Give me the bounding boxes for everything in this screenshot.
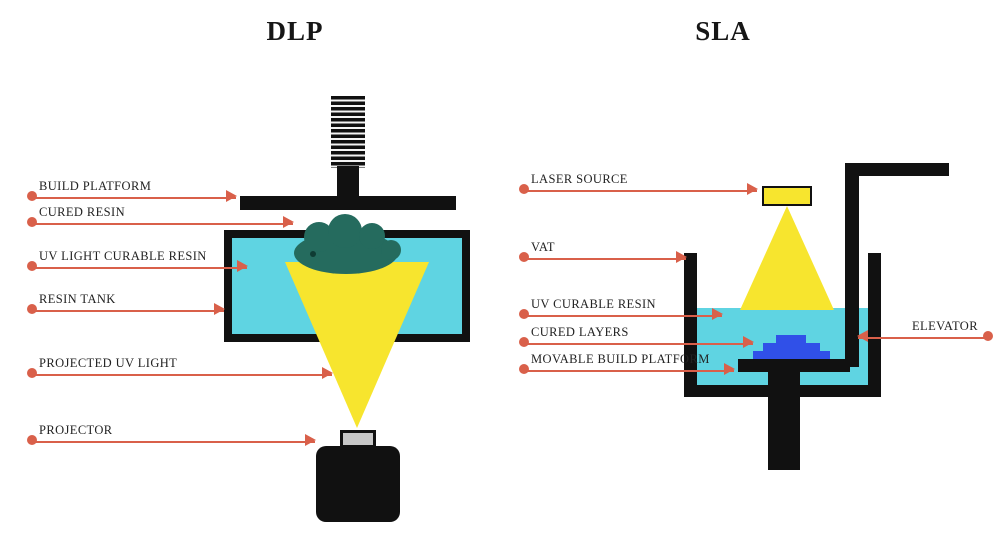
- callout-dot: [27, 304, 37, 314]
- arrow-right-icon: [724, 363, 735, 375]
- callout-label: PROJECTOR: [39, 423, 113, 437]
- callout-laser-source: LASER SOURCE: [519, 170, 758, 195]
- movable-build-platform-shape: [738, 359, 850, 372]
- callout-label: VAT: [531, 240, 555, 254]
- callout-label: MOVABLE BUILD PLATFORM: [531, 352, 710, 366]
- callout-dot: [519, 184, 529, 194]
- cured-layer-bottom: [753, 351, 830, 359]
- elevator-arm-vertical: [845, 163, 859, 367]
- arrow-right-icon: [305, 434, 316, 446]
- callout-label: CURED LAYERS: [531, 325, 629, 339]
- arrow-right-icon: [712, 308, 723, 320]
- callout-dot: [983, 331, 993, 341]
- callout-dot: [519, 364, 529, 374]
- callout-dot: [27, 261, 37, 271]
- arrow-right-icon: [747, 183, 758, 195]
- arrow-right-icon: [743, 336, 754, 348]
- vat-left-wall: [684, 253, 697, 397]
- callout-dot: [27, 191, 37, 201]
- callout-uv-curable-resin: UV CURABLE RESIN: [519, 295, 723, 320]
- cured-layer-middle: [763, 343, 820, 351]
- callout-dot: [519, 309, 529, 319]
- callout-dot: [519, 337, 529, 347]
- callout-label: ELEVATOR: [912, 319, 978, 333]
- sla-title: SLA: [695, 16, 751, 46]
- cured-resin-blob: [294, 214, 401, 274]
- callout-vat: VAT: [519, 238, 687, 263]
- arrow-right-icon: [283, 216, 294, 228]
- callout-resin-tank: RESIN TANK: [27, 290, 225, 315]
- cured-layer-top: [776, 335, 806, 343]
- callout-label: CURED RESIN: [39, 205, 126, 219]
- arrow-right-icon: [214, 303, 225, 315]
- blob-eye: [310, 251, 316, 257]
- callout-dot: [27, 368, 37, 378]
- callout-label: RESIN TANK: [39, 292, 116, 306]
- callout-build-platform: BUILD PLATFORM: [27, 177, 237, 202]
- callout-elevator: ELEVATOR: [857, 317, 993, 342]
- dlp-build-platform-shape: [240, 196, 456, 210]
- callout-label: LASER SOURCE: [531, 172, 628, 186]
- callout-projected-uv-light: PROJECTED UV LIGHT: [27, 354, 333, 379]
- callout-dot: [27, 435, 37, 445]
- laser-beam: [740, 206, 834, 310]
- callout-cured-resin: CURED RESIN: [27, 203, 294, 228]
- threaded-rod: [331, 96, 365, 168]
- callout-label: PROJECTED UV LIGHT: [39, 356, 178, 370]
- callout-dot: [27, 217, 37, 227]
- projector-body: [316, 446, 400, 522]
- arrow-right-icon: [226, 190, 237, 202]
- callout-movable-build-platform: MOVABLE BUILD PLATFORM: [519, 350, 735, 375]
- rod-stem: [337, 166, 359, 198]
- dlp-title: DLP: [266, 16, 324, 46]
- elevator-arm-horizontal: [845, 163, 949, 176]
- callout-label: UV CURABLE RESIN: [531, 297, 656, 311]
- callout-cured-layers: CURED LAYERS: [519, 323, 754, 348]
- arrow-right-icon: [237, 260, 248, 272]
- callout-dot: [519, 252, 529, 262]
- arrow-left-icon: [857, 330, 868, 342]
- laser-source-shape: [762, 186, 812, 206]
- callout-label: BUILD PLATFORM: [39, 179, 152, 193]
- vat-right-wall: [868, 253, 881, 397]
- arrow-right-icon: [676, 251, 687, 263]
- platform-stem: [768, 372, 800, 470]
- arrow-right-icon: [322, 367, 333, 379]
- callout-projector: PROJECTOR: [27, 421, 316, 446]
- callout-label: UV LIGHT CURABLE RESIN: [39, 249, 207, 263]
- callout-uv-light-curable-resin: UV LIGHT CURABLE RESIN: [27, 247, 248, 272]
- projected-uv-light-beam: [285, 262, 429, 428]
